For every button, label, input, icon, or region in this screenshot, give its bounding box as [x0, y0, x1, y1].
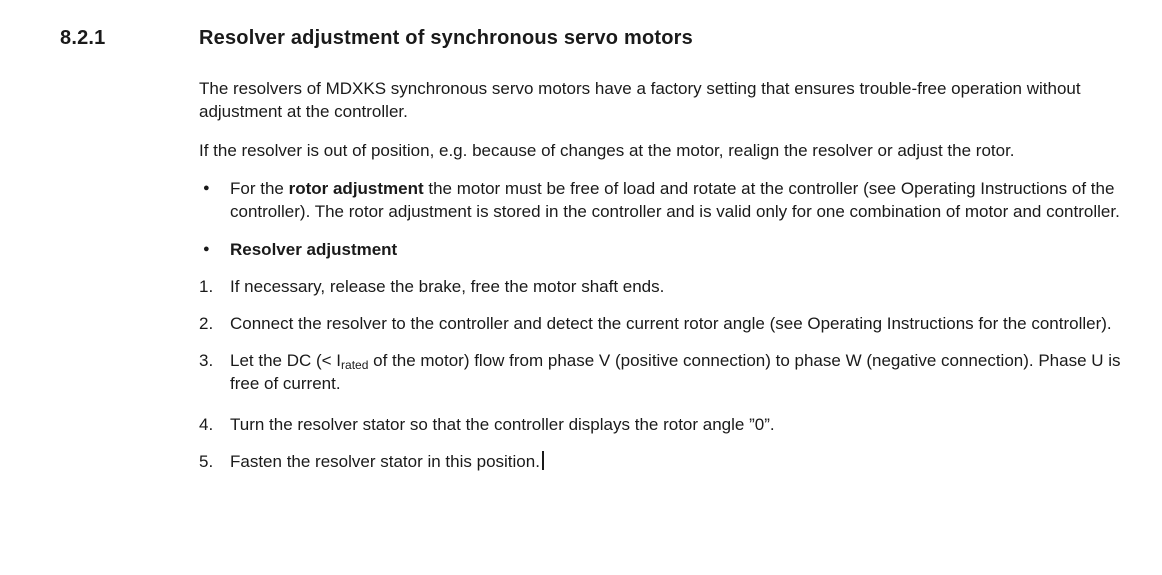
subscript-rated: rated: [341, 358, 369, 372]
section-content: The resolvers of MDXKS synchronous servo…: [199, 77, 1150, 473]
section-number: 8.2.1: [60, 27, 106, 49]
bullet-item-rotor-adjustment: ● For the rotor adjustment the motor mus…: [199, 177, 1150, 223]
step-item-4: 4. Turn the resolver stator so that the …: [199, 413, 1150, 436]
step-number: 5.: [199, 452, 214, 471]
step-number: 4.: [199, 415, 214, 434]
step-text: Turn the resolver stator so that the con…: [230, 415, 775, 434]
step-item-1: 1. If necessary, release the brake, free…: [199, 275, 1150, 298]
step-text: Let the DC (< Irated of the motor) flow …: [230, 349, 1150, 395]
bullet-text-pre: For the: [230, 179, 289, 198]
bullet-item-resolver-adjustment: ● Resolver adjustment: [199, 238, 1150, 261]
bullet-icon: ●: [203, 243, 210, 255]
bullet-icon: ●: [203, 182, 210, 194]
step-number: 1.: [199, 277, 214, 296]
step-item-5: 5. Fasten the resolver stator in this po…: [199, 450, 1150, 473]
step-text: Connect the resolver to the controller a…: [230, 314, 1112, 333]
step-text-post: of the motor) flow from phase V (positiv…: [230, 351, 1121, 393]
section-heading: 8.2.1 Resolver adjustment of synchronous…: [60, 26, 1150, 50]
paragraph-1: The resolvers of MDXKS synchronous servo…: [199, 79, 1081, 121]
paragraph-2: If the resolver is out of position, e.g.…: [199, 141, 1015, 160]
step-text-body: Fasten the resolver stator in this posit…: [230, 452, 540, 471]
step-text-pre: Let the DC (< I: [230, 351, 342, 370]
bullet-text-bold: rotor adjustment: [288, 179, 424, 198]
bullet-text-post: the motor must be free of load and rotat…: [230, 179, 1120, 221]
step-item-3: 3. Let the DC (< Irated of the motor) fl…: [199, 349, 1150, 395]
text-caret: [541, 451, 544, 470]
section-title: Resolver adjustment of synchronous servo…: [199, 27, 693, 49]
step-text: If necessary, release the brake, free th…: [230, 277, 665, 296]
step-text: Fasten the resolver stator in this posit…: [230, 450, 1150, 473]
bullet-text: Resolver adjustment: [230, 238, 1150, 261]
procedure-steps: 1. If necessary, release the brake, free…: [199, 275, 1150, 473]
step-number: 3.: [199, 351, 214, 370]
bullet-text: For the rotor adjustment the motor must …: [230, 177, 1150, 223]
step-number: 2.: [199, 314, 214, 333]
step-item-2: 2. Connect the resolver to the controlle…: [199, 312, 1150, 335]
bullet-text-bold: Resolver adjustment: [230, 240, 398, 259]
